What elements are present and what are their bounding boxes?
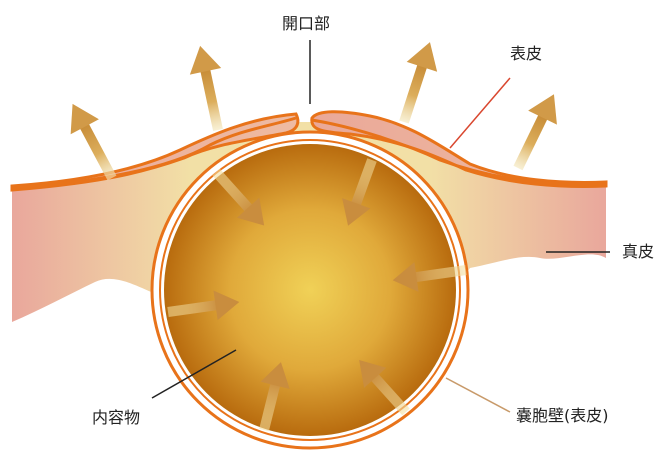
arrow-out-4 <box>504 87 569 175</box>
leader-epidermis <box>450 78 510 148</box>
cyst-contents <box>164 144 456 436</box>
label-epidermis: 表皮 <box>510 46 542 62</box>
label-cyst-wall: 嚢胞壁(表皮) <box>516 408 609 424</box>
arrow-out-2 <box>184 43 233 134</box>
label-opening: 開口部 <box>282 16 330 32</box>
label-contents: 内容物 <box>92 410 140 426</box>
arrow-out-3 <box>389 37 445 127</box>
label-dermis: 真皮 <box>622 244 654 260</box>
leader-cyst-wall <box>446 378 510 412</box>
